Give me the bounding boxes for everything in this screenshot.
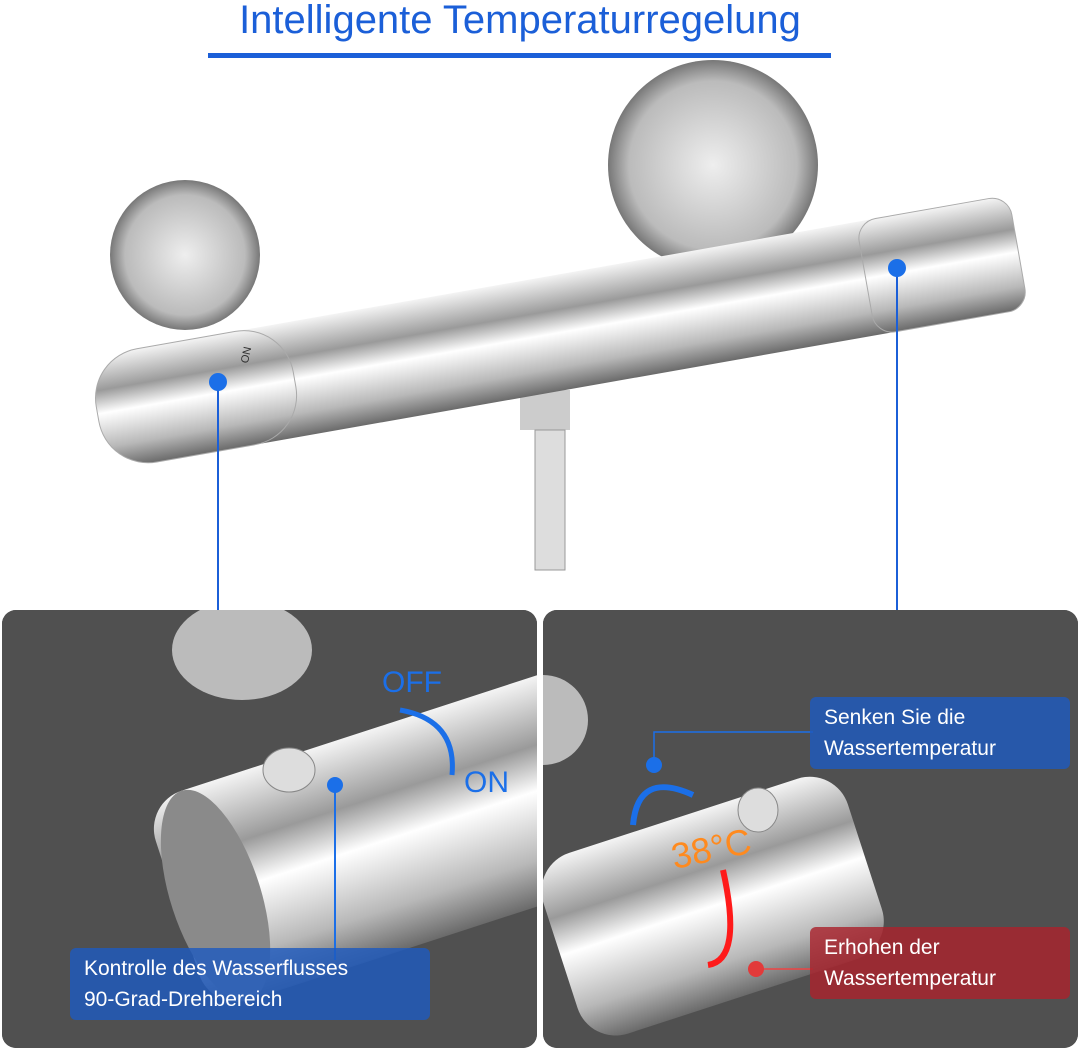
caption-line: 90-Grad-Drehbereich xyxy=(84,988,283,1011)
on-label: ON xyxy=(464,766,509,799)
caption-marker-dot xyxy=(327,777,343,793)
flow-knob xyxy=(95,330,298,464)
faucet-body xyxy=(95,197,1026,464)
safety-button xyxy=(737,787,779,833)
label-line: Wassertemperatur xyxy=(824,737,996,760)
raise-temp-label: Erhohen der Wassertemperatur xyxy=(810,927,1070,999)
flow-control-panel: OFF ON Kontrolle des Wasserflusses 90-Gr… xyxy=(2,610,537,1048)
hose-connector xyxy=(520,390,570,430)
on-engraving: ON xyxy=(239,346,254,365)
hot-arc-icon xyxy=(707,869,734,968)
page-title: Intelligente Temperaturregelung xyxy=(239,0,801,42)
shower-hose xyxy=(534,429,566,571)
marker-dot-left xyxy=(209,373,227,391)
safety-button xyxy=(262,747,316,793)
flow-control-photo xyxy=(2,610,537,1048)
temperature-panel: 38°C Senken Sie die Wassertemperatur Erh… xyxy=(543,610,1078,1048)
rotation-arrow-icon xyxy=(399,707,455,776)
caption-line: Kontrolle des Wasserflusses xyxy=(84,957,349,980)
off-label: OFF xyxy=(382,666,442,699)
title-underline xyxy=(208,53,831,58)
raise-marker-dot xyxy=(748,961,764,977)
lower-connector-line xyxy=(653,731,813,765)
label-line: Wassertemperatur xyxy=(824,967,996,990)
marker-dot-right xyxy=(888,259,906,277)
cold-arc-icon xyxy=(630,784,695,826)
temperature-knob xyxy=(858,197,1026,333)
label-line: Erhohen der xyxy=(824,936,940,959)
flow-caption: Kontrolle des Wasserflusses 90-Grad-Dreh… xyxy=(70,948,430,1020)
faucet-main-image: ON xyxy=(95,60,1026,610)
label-line: Senken Sie die xyxy=(824,706,966,729)
lower-marker-dot xyxy=(646,757,662,773)
lower-temp-label: Senken Sie die Wassertemperatur xyxy=(810,697,1070,769)
wall-disc-right xyxy=(608,60,818,270)
wall-disc-left xyxy=(110,180,260,330)
